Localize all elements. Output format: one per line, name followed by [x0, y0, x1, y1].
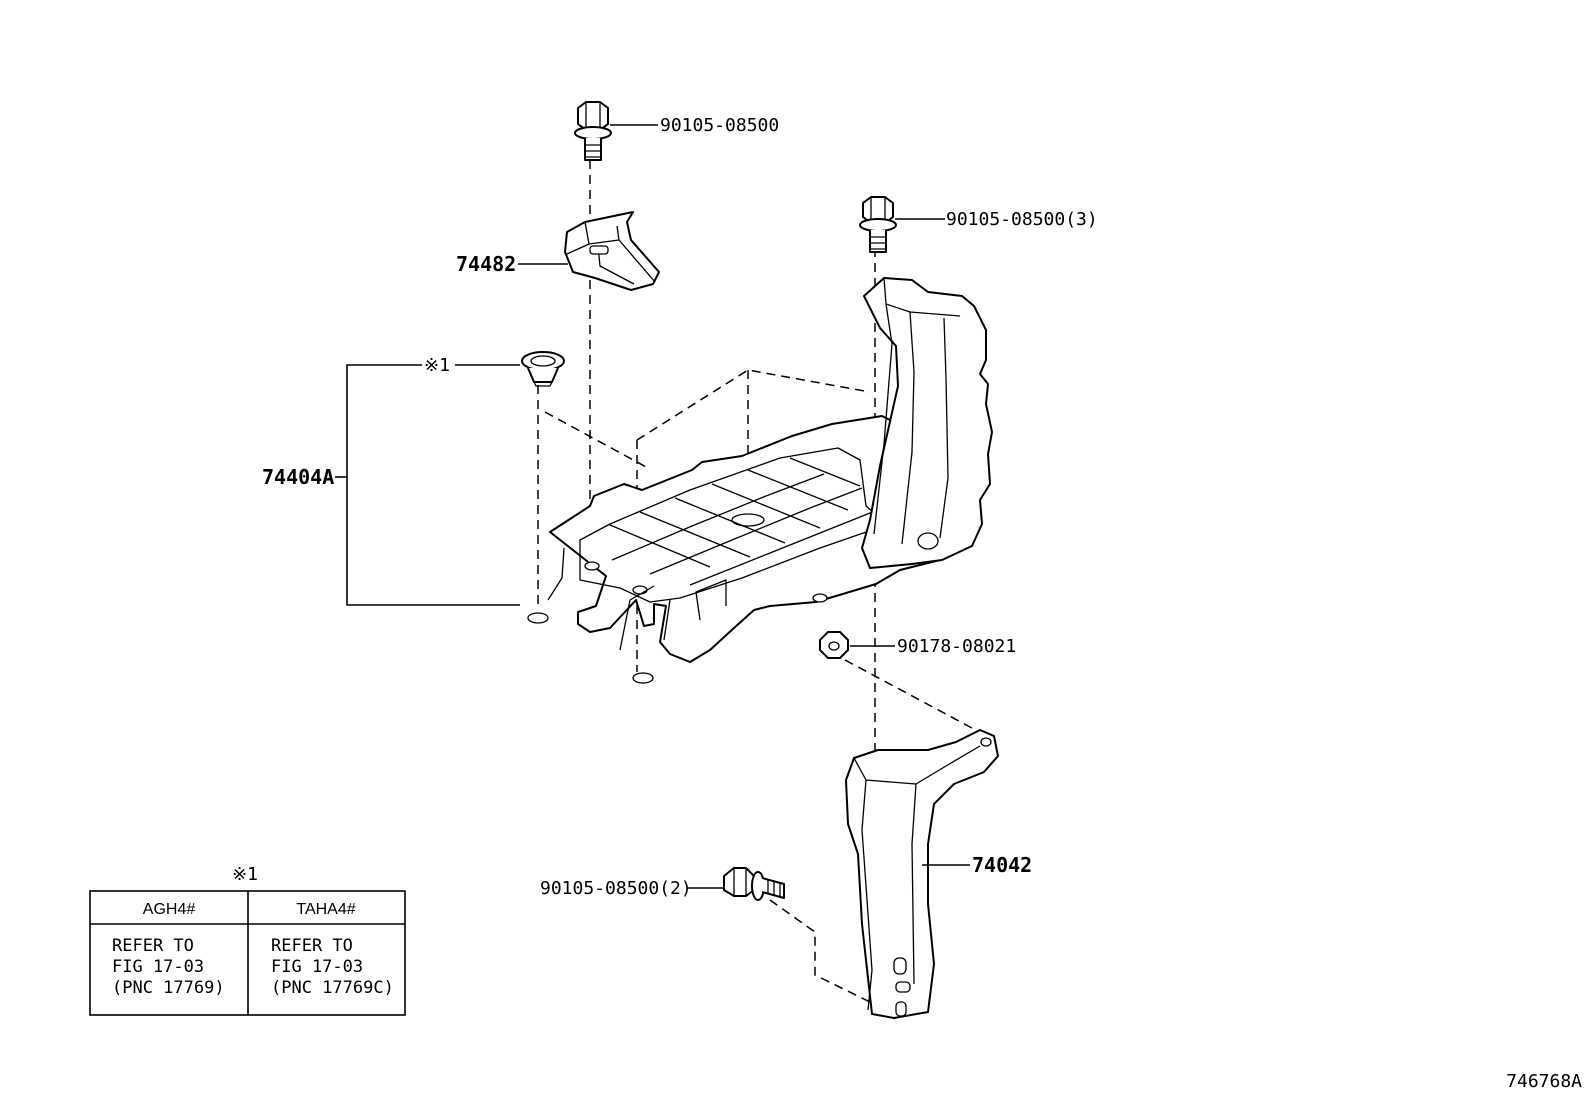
label-note-mark: ※1 [424, 355, 450, 376]
note-table-header-agh4: AGH4# [143, 901, 196, 918]
bolt-right [859, 196, 897, 253]
label-bolt-bottom: 90105-08500(2) [540, 878, 692, 899]
label-bolt-right: 90105-08500(3) [946, 209, 1098, 230]
label-lower-bracket: 74042 [972, 853, 1032, 877]
label-bolt-top: 90105-08500 [660, 115, 779, 136]
clip [521, 351, 565, 387]
note-table-agh4-line-1: REFER TO [112, 936, 194, 956]
lower-bracket [845, 729, 999, 1019]
figure-id: 746768A [1506, 1071, 1582, 1092]
note-table-taha4-line-3: (PNC 17769C) [271, 978, 394, 998]
battery-tray [527, 415, 951, 684]
note-table-taha4-line-1: REFER TO [271, 936, 353, 956]
label-bracket-small: 74482 [456, 252, 516, 276]
note-table: ※1 AGH4# TAHA4# REFER TO FIG 17-03 (PNC … [89, 864, 406, 1016]
tray-side-wall [861, 277, 993, 569]
nut [819, 631, 849, 659]
bolt-bottom [723, 867, 785, 901]
bolt-top [574, 101, 612, 161]
note-table-header-taha4: TAHA4# [296, 901, 355, 918]
label-tray-assembly: 74404A [262, 465, 334, 489]
note-table-agh4-line-3: (PNC 17769) [112, 978, 225, 998]
note-table-mark: ※1 [232, 864, 258, 885]
note-table-taha4-line-2: FIG 17-03 [271, 957, 363, 977]
label-nut: 90178-08021 [897, 636, 1016, 657]
bracket-small [564, 211, 660, 291]
note-table-agh4-line-2: FIG 17-03 [112, 957, 204, 977]
